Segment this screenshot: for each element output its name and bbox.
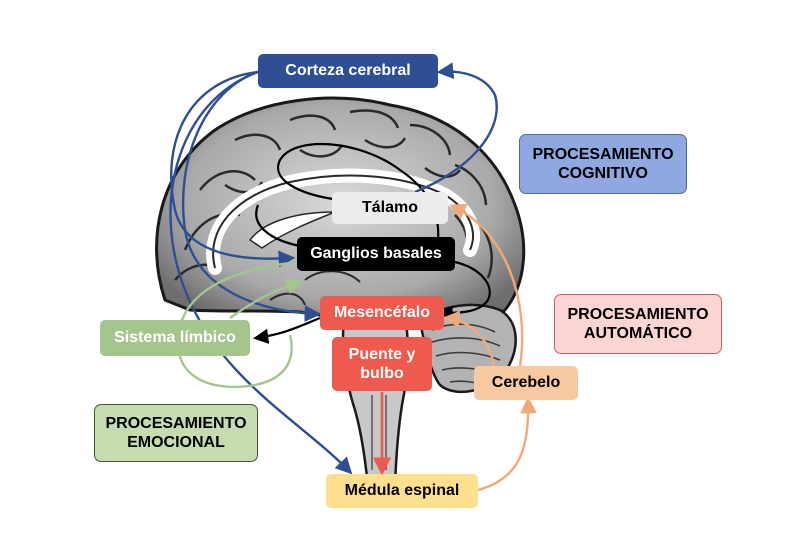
mesencefalo-label: Mesencéfalo bbox=[320, 296, 444, 330]
medula-espinal-label: Médula espinal bbox=[326, 474, 478, 508]
ganglios-basales-label: Ganglios basales bbox=[297, 237, 455, 271]
blue-cortex-arrows bbox=[169, 62, 498, 475]
talamo-label: Tálamo bbox=[332, 192, 448, 224]
cerebelo-label: Cerebelo bbox=[474, 366, 578, 400]
procesamiento-emocional-box: PROCESAMIENTO EMOCIONAL bbox=[94, 404, 258, 462]
peach-automatic-arrows bbox=[442, 203, 537, 492]
procesamiento-automatico-box: PROCESAMIENTO AUTOMÁTICO bbox=[554, 294, 722, 354]
green-limbic-loop bbox=[176, 260, 304, 389]
corteza-cerebral-label: Corteza cerebral bbox=[258, 54, 438, 88]
sistema-limbico-label: Sistema límbico bbox=[100, 320, 250, 356]
procesamiento-cognitivo-box: PROCESAMIENTO COGNITIVO bbox=[519, 134, 687, 194]
puente-y-bulbo-label: Puente y bulbo bbox=[332, 337, 432, 391]
